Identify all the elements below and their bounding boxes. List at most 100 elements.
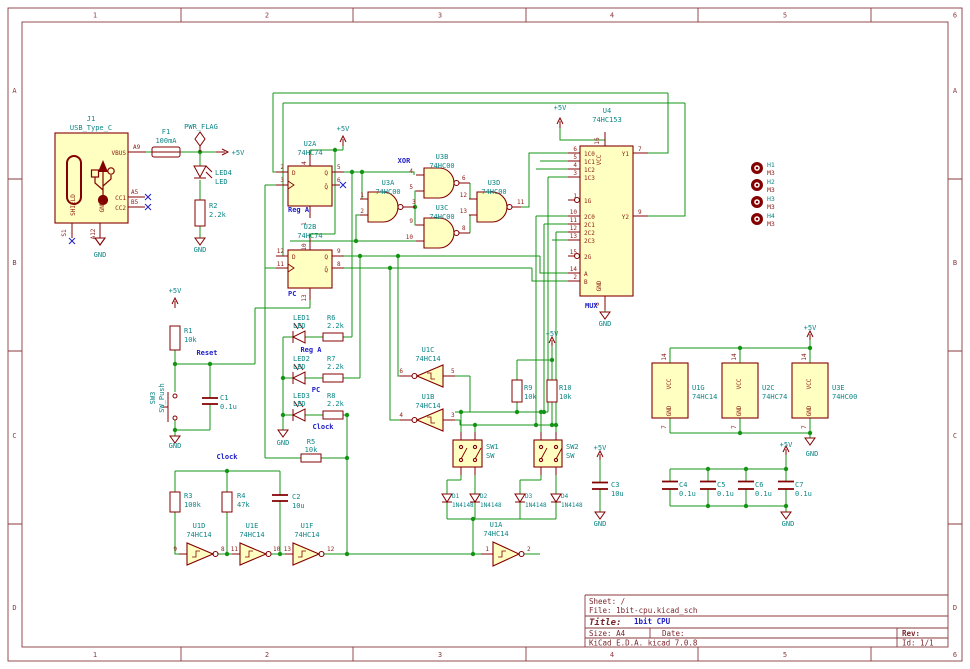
u1g-gnd: GND bbox=[666, 405, 673, 416]
resistor-r2[interactable] bbox=[194, 199, 206, 227]
resistor-r10[interactable] bbox=[546, 379, 558, 403]
label-rega-ff: Reg A bbox=[288, 206, 310, 214]
p5v-arrow-u2a bbox=[339, 134, 347, 146]
resistor-r1[interactable] bbox=[169, 325, 181, 351]
mounting-holes[interactable] bbox=[751, 162, 763, 225]
u3b-pin-5: 5 bbox=[409, 184, 413, 191]
flipflop-u2b[interactable] bbox=[276, 238, 344, 300]
u4-pin-11: 11 bbox=[570, 217, 578, 224]
u3c-pin-8: 8 bbox=[462, 225, 466, 232]
resistor-r7[interactable] bbox=[322, 373, 344, 383]
led4-value: LED bbox=[215, 178, 228, 186]
pwr-flag-symbol[interactable] bbox=[194, 131, 206, 152]
diodes[interactable] bbox=[441, 493, 562, 503]
u3e-ref: U3E bbox=[832, 384, 845, 392]
power-unit-u2c[interactable] bbox=[721, 362, 759, 419]
frame-col-1: 1 bbox=[93, 651, 97, 659]
titleblock-title-label: Title: bbox=[589, 617, 622, 628]
power-unit-u3e[interactable] bbox=[791, 362, 829, 419]
u3a-pin-3: 3 bbox=[412, 199, 416, 206]
inverter-u1b[interactable] bbox=[400, 408, 455, 432]
inverter-u1a[interactable] bbox=[481, 541, 525, 567]
j1-pinnum-b5: B5 bbox=[131, 199, 139, 206]
capacitor-c6[interactable] bbox=[738, 480, 754, 490]
u4-pin-13: 13 bbox=[570, 233, 578, 240]
switch-sw1[interactable] bbox=[452, 432, 483, 475]
u3d-pin-13: 13 bbox=[460, 208, 468, 215]
gnd-symbol-u4 bbox=[599, 311, 611, 320]
mux-u4[interactable] bbox=[568, 132, 648, 310]
capacitor-c3[interactable] bbox=[592, 481, 608, 490]
frame-col-6: 6 bbox=[953, 12, 957, 20]
r7-value: 2.2k bbox=[327, 363, 345, 371]
u4-pin-14: 14 bbox=[570, 266, 578, 273]
usb-connector-j1[interactable] bbox=[54, 132, 146, 246]
u4-value: 74HC153 bbox=[592, 116, 622, 124]
fuse-f1[interactable] bbox=[151, 146, 181, 158]
gnd-u4: GND bbox=[599, 320, 612, 328]
p5v-r10: +5V bbox=[546, 330, 559, 338]
resistor-r5[interactable] bbox=[300, 453, 322, 463]
p5v-u4: +5V bbox=[554, 104, 567, 112]
inverter-u1d[interactable] bbox=[179, 542, 219, 566]
push-button-sw3[interactable] bbox=[163, 392, 178, 422]
p5v-arrow-r10 bbox=[548, 335, 556, 346]
c5-value: 0.1u bbox=[717, 490, 734, 498]
u2a-pin-1: 1 bbox=[301, 222, 308, 226]
resistor-r9[interactable] bbox=[511, 379, 523, 403]
u1c-pin-5: 5 bbox=[451, 368, 455, 375]
u3e-pin-14: 14 bbox=[801, 353, 808, 361]
nand-gate-u3a[interactable] bbox=[360, 191, 415, 223]
inverter-u1f[interactable] bbox=[285, 542, 325, 566]
p5v-arrow-f1[interactable] bbox=[216, 148, 230, 156]
resistor-r8[interactable] bbox=[322, 410, 344, 420]
capacitor-c2[interactable] bbox=[272, 494, 288, 502]
hysteresis-glyph bbox=[298, 550, 306, 558]
u1g-pin-7: 7 bbox=[661, 425, 668, 429]
h2-ref: H2 bbox=[767, 178, 775, 186]
nand-gate-u3d[interactable] bbox=[469, 191, 521, 223]
sheet-frame bbox=[7, 7, 963, 662]
u2c-pin-7: 7 bbox=[731, 425, 738, 429]
led2-value: LED bbox=[293, 363, 306, 371]
u2a-pin-4: 4 bbox=[301, 161, 308, 165]
capacitor-c5[interactable] bbox=[700, 480, 716, 490]
u4-pin-12: 12 bbox=[570, 225, 578, 232]
sw3-ref: SW3 bbox=[149, 392, 157, 405]
frame-row-B: B bbox=[12, 259, 16, 267]
hole-h3 bbox=[751, 196, 763, 208]
capacitor-c1[interactable] bbox=[202, 397, 218, 405]
inverter-u1e[interactable] bbox=[232, 542, 272, 566]
c2-value: 10u bbox=[292, 502, 305, 510]
nand-gate-u3b[interactable] bbox=[416, 167, 470, 199]
d1-ref: D1 bbox=[452, 493, 460, 500]
titleblock-date: Date: bbox=[662, 629, 685, 638]
u2a-qbar: Q̄ bbox=[324, 184, 328, 191]
gnd-u3e: GND bbox=[806, 450, 819, 458]
resistor-r3[interactable] bbox=[169, 491, 181, 513]
led-led3 bbox=[291, 400, 306, 422]
inverter-u1c[interactable] bbox=[400, 364, 455, 388]
resistor-r6[interactable] bbox=[322, 332, 344, 342]
resistor-r4[interactable] bbox=[221, 491, 233, 513]
power-unit-u1g[interactable] bbox=[651, 362, 689, 419]
usb-shield-pill bbox=[66, 155, 82, 205]
h2-value: M3 bbox=[767, 186, 775, 194]
u2b-pin-8: 8 bbox=[337, 261, 341, 268]
u2b-d: D bbox=[292, 254, 296, 261]
led-indicators[interactable] bbox=[291, 322, 306, 422]
clock-wedge bbox=[287, 263, 295, 273]
nand-gate-u3c[interactable] bbox=[416, 217, 470, 249]
switch-sw2[interactable] bbox=[533, 432, 563, 475]
r6-value: 2.2k bbox=[327, 322, 345, 330]
frame-row-A: A bbox=[12, 87, 17, 95]
label-clock-osc: Clock bbox=[216, 453, 238, 461]
capacitor-c4[interactable] bbox=[662, 480, 678, 490]
h1-value: M3 bbox=[767, 169, 775, 177]
flipflop-u2a[interactable] bbox=[276, 154, 344, 218]
capacitor-c7[interactable] bbox=[778, 480, 794, 490]
led-led4[interactable] bbox=[193, 165, 213, 179]
gnd-symbol-u3e bbox=[804, 437, 816, 446]
titleblock-size: Size: A4 bbox=[589, 629, 626, 638]
